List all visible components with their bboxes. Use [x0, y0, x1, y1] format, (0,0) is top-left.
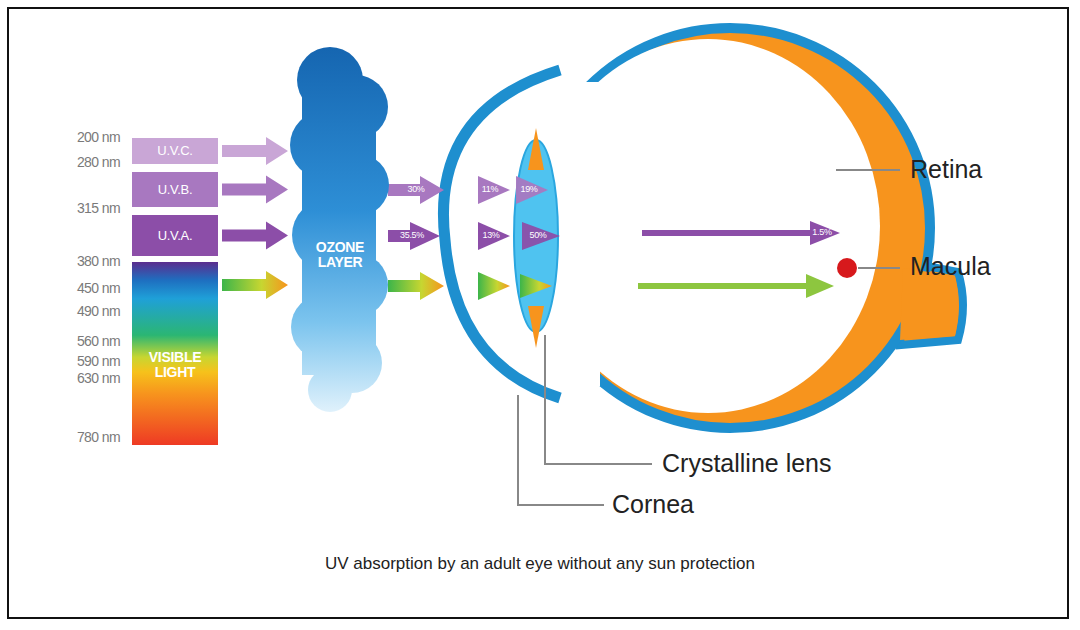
- visible-retina-shaft: [638, 283, 808, 289]
- percentage-label: 1.5%: [812, 228, 831, 238]
- radiation-arrow: [222, 271, 288, 299]
- ozone-layer-cloud: OZONE LAYER: [290, 45, 390, 415]
- percentage-label: 19%: [520, 185, 537, 195]
- percentage-label: 13%: [482, 231, 499, 241]
- leader-line: [545, 335, 652, 464]
- wavelength-label: 450 nm: [77, 281, 120, 296]
- anterior-chamber: [459, 82, 600, 386]
- uva-arrow: [388, 222, 440, 250]
- uvb-band: U.V.B.: [132, 172, 218, 207]
- uva-retina-shaft: [642, 230, 812, 236]
- visible-light-band: VISIBLE LIGHT: [132, 262, 218, 445]
- wavelength-label: 280 nm: [77, 155, 120, 170]
- part-label: Retina: [910, 156, 982, 184]
- uva-lens-arrow: [522, 222, 560, 250]
- leader-line: [518, 395, 604, 505]
- node-text: U.V.A.: [158, 229, 193, 243]
- node-text: U.V.B.: [158, 183, 193, 197]
- scatter-arrow: [528, 128, 544, 170]
- visible-lens-arrow: [520, 274, 552, 298]
- wavelength-label: 380 nm: [77, 254, 120, 269]
- caption: UV absorption by an adult eye without an…: [0, 554, 1080, 574]
- part-label: Macula: [910, 253, 991, 281]
- leader-line: [858, 267, 900, 269]
- visible-retina-arrow: [806, 274, 834, 298]
- visible-cornea-arrow: [478, 272, 510, 300]
- scatter-arrow: [528, 306, 544, 348]
- cloud-outline: [290, 45, 390, 415]
- uvb-cornea-arrow: [478, 176, 510, 204]
- node-text: VISIBLE LIGHT: [138, 350, 212, 379]
- radiation-arrow: [222, 137, 288, 165]
- uva-cornea-arrow: [478, 222, 510, 250]
- wavelength-label: 560 nm: [77, 334, 120, 349]
- wavelength-label: 590 nm: [77, 354, 120, 369]
- uvc-band: U.V.C.: [132, 138, 218, 164]
- wavelength-label: 200 nm: [77, 130, 120, 145]
- percentage-label: 11%: [482, 185, 498, 195]
- uva-retina-arrow: [810, 221, 840, 245]
- radiation-arrow: [222, 176, 288, 204]
- part-label: Cornea: [612, 491, 694, 519]
- wavelength-label: 315 nm: [77, 201, 120, 216]
- visible-arrow: [388, 272, 444, 300]
- part-label: Crystalline lens: [662, 450, 832, 478]
- wavelength-label: 780 nm: [77, 430, 120, 445]
- leader-line: [836, 169, 900, 171]
- percentage-label: 30%: [407, 185, 424, 195]
- wavelength-label: 490 nm: [77, 304, 120, 319]
- wavelength-label: 630 nm: [77, 371, 120, 386]
- uva-band: U.V.A.: [132, 215, 218, 256]
- radiation-arrow: [222, 222, 288, 250]
- uvb-lens-arrow: [516, 176, 548, 204]
- node-text: OZONE LAYER: [298, 240, 382, 269]
- macula-dot: [837, 258, 857, 278]
- percentage-label: 50%: [529, 231, 546, 241]
- percentage-label: 35.5%: [400, 231, 424, 241]
- node-text: U.V.C.: [157, 144, 192, 158]
- uvb-arrow: [388, 176, 444, 204]
